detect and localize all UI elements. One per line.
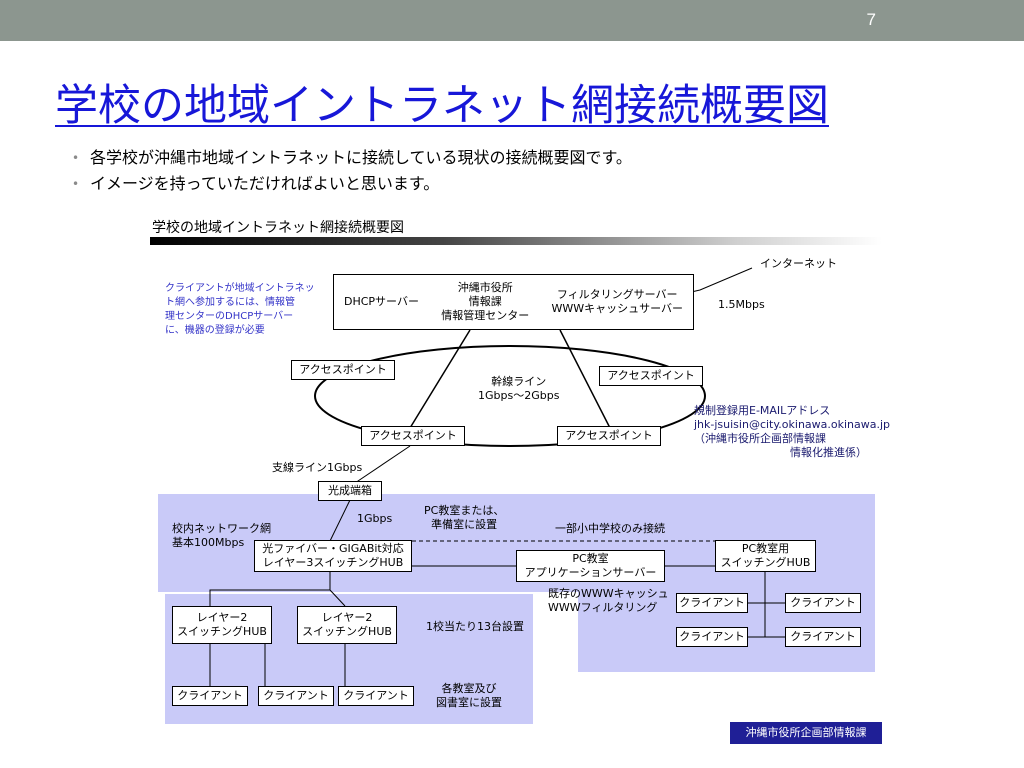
- per-school-note: 1校当たり13台設置: [426, 620, 524, 633]
- slide-title[interactable]: 学校の地域イントラネット網接続概要図: [55, 81, 829, 131]
- pc-room-note: PC教室または、 準備室に設置: [424, 504, 505, 531]
- bullet-dot-icon: •: [72, 177, 80, 191]
- client-note: クライアントが地域イントラネッ ト網へ参加するには、情報管 理センターのDHCP…: [165, 283, 315, 336]
- footer-tag: 沖縄市役所企画部情報課: [730, 722, 882, 744]
- filter-server-label: フィルタリングサーバー WWWキャッシュサーバー: [551, 288, 683, 315]
- client-box: クライアント: [172, 686, 248, 706]
- internet-label: インターネット: [760, 257, 837, 270]
- bullet-list: •各学校が沖縄市地域イントラネットに接続している現状の接続概要図です。 •イメー…: [72, 145, 632, 197]
- branch-line-label: 支線ライン1Gbps: [272, 461, 363, 474]
- pc-room-switch-box: PC教室用 スイッチングHUB: [715, 540, 816, 572]
- bandwidth-label: 1.5Mbps: [718, 298, 765, 311]
- client-box: クライアント: [785, 593, 861, 613]
- optical-terminal-box: 光成端箱: [318, 481, 382, 501]
- access-point-box: アクセスポイント: [361, 426, 465, 446]
- existing-note: 既存のWWWキャッシュ WWWフィルタリング: [548, 587, 669, 614]
- bullet-item: •各学校が沖縄市地域イントラネットに接続している現状の接続概要図です。: [72, 145, 632, 171]
- backbone-ring: [314, 345, 706, 447]
- access-point-box: アクセスポイント: [557, 426, 661, 446]
- bullet-item: •イメージを持っていただければよいと思います。: [72, 171, 632, 197]
- line-switch-l2-left: [209, 572, 331, 606]
- client-box: クライアント: [676, 627, 748, 647]
- lan-label: 校内ネットワーク網 基本100Mbps: [172, 522, 271, 549]
- line-branch: [354, 445, 411, 484]
- access-point-box: アクセスポイント: [599, 366, 703, 386]
- lan-speed-label: 1Gbps: [357, 512, 393, 525]
- client-box: クライアント: [258, 686, 334, 706]
- line-center-ap-left: [409, 329, 471, 429]
- line-switch-l2-right: [329, 589, 346, 607]
- bullet-dot-icon: •: [72, 151, 80, 165]
- city-hall-center-box: DHCPサーバー 沖縄市役所 情報課 情報管理センター フィルタリングサーバー …: [333, 274, 694, 330]
- figure-title: 学校の地域イントラネット網接続概要図: [152, 220, 404, 236]
- pc-app-server-box: PC教室 アプリケーションサーバー: [516, 550, 665, 582]
- main-switch-box: 光ファイバー・GIGABit対応 レイヤー3スイッチングHUB: [254, 540, 412, 572]
- client-box: クライアント: [338, 686, 414, 706]
- line-center-ap-right: [559, 329, 611, 429]
- classroom-note: 各教室及び 図書室に設置: [436, 682, 502, 709]
- city-hall-label: 沖縄市役所 情報課 情報管理センター: [441, 281, 530, 322]
- layer2-switch-box: レイヤー2 スイッチングHUB: [172, 606, 272, 644]
- line-optical-switch: [329, 499, 351, 542]
- dhcp-server-label: DHCPサーバー: [344, 295, 419, 308]
- layer2-switch-box: レイヤー2 スイッチングHUB: [297, 606, 397, 644]
- access-point-box: アクセスポイント: [291, 360, 395, 380]
- page-number: 7: [866, 10, 876, 29]
- backbone-label: 幹線ライン 1Gbps〜2Gbps: [478, 375, 560, 402]
- registration-note: 規制登録用E-MAILアドレス jhk-jsuisin@city.okinawa…: [694, 404, 891, 459]
- some-schools-note: 一部小中学校のみ接続: [555, 522, 665, 535]
- top-bar: 7: [0, 0, 1024, 41]
- client-box: クライアント: [676, 593, 748, 613]
- figure-title-rule: [150, 237, 882, 245]
- client-box: クライアント: [785, 627, 861, 647]
